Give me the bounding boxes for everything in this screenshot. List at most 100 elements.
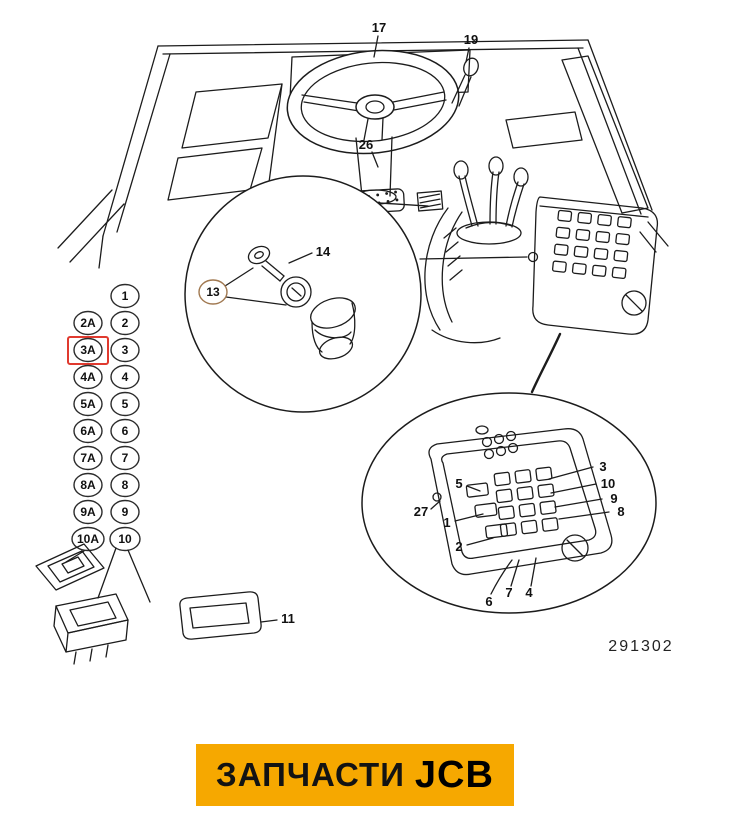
callout-5A-label: 5A (80, 397, 96, 411)
callout-panel-3-label: 3 (599, 459, 606, 474)
ignition-location-marker (527, 251, 539, 263)
callout-panel-8-label: 8 (617, 504, 624, 519)
callout-9A[interactable]: 9A (73, 499, 103, 525)
callout-panel-9-label: 9 (610, 491, 617, 506)
panel-cap (561, 534, 589, 562)
callout-5[interactable]: 5 (110, 391, 140, 417)
callout-panel-27[interactable]: 27 (414, 504, 428, 519)
console-cap (621, 290, 647, 316)
callout-panel-6[interactable]: 6 (485, 559, 513, 609)
callout-9-label: 9 (122, 505, 129, 519)
floor-grille (416, 190, 444, 212)
callout-14-label: 14 (316, 244, 331, 259)
callout-1[interactable]: 1 (110, 283, 140, 309)
panel-keyhole (432, 492, 442, 502)
callout-10-label: 10 (118, 532, 132, 546)
callout-14[interactable]: 14 (288, 244, 331, 264)
callout-8[interactable]: 8 (110, 472, 140, 498)
callout-17-label: 17 (372, 20, 386, 35)
callout-5A[interactable]: 5A (73, 391, 103, 417)
detail-leader-line (530, 332, 562, 394)
callout-8-label: 8 (122, 478, 129, 492)
callout-panel-2-label: 2 (455, 539, 462, 554)
callout-26[interactable]: 26 (359, 137, 379, 168)
callout-panel-10-label: 10 (601, 476, 615, 491)
indicator-lever (451, 57, 479, 107)
callout-9[interactable]: 9 (110, 499, 140, 525)
blank-plate (179, 591, 262, 640)
callout-panel-4[interactable]: 4 (525, 557, 537, 600)
jcb-logo: JCB (414, 753, 494, 796)
callout-3-label: 3 (122, 343, 129, 357)
callout-3[interactable]: 3 (110, 337, 140, 363)
callout-10A-label: 10A (77, 532, 99, 546)
callout-panel-7-label: 7 (505, 585, 512, 600)
rocker-switch (53, 593, 129, 665)
ignition-key (247, 245, 285, 282)
callout-17[interactable]: 17 (372, 20, 386, 58)
callout-1-label: 1 (122, 289, 129, 303)
callout-26-label: 26 (359, 137, 373, 152)
panel-detail-ellipse: 3 10 9 8 5 27 1 2 (361, 392, 657, 614)
callout-13-label: 13 (206, 285, 220, 299)
callout-2A[interactable]: 2A (73, 310, 103, 336)
callout-3A-highlight (67, 336, 109, 365)
banner-text: ЗАПЧАСТИ (216, 756, 405, 793)
right-window (505, 55, 649, 214)
switch-panel (428, 425, 613, 576)
callout-7-label: 7 (122, 451, 129, 465)
callout-3A[interactable]: 3A (67, 336, 109, 365)
steering-wheel (286, 49, 460, 155)
callout-6-label: 6 (122, 424, 129, 438)
callout-panel-3[interactable]: 3 (548, 459, 607, 480)
callout-9A-label: 9A (80, 505, 96, 519)
callout-10A[interactable]: 10A (71, 526, 105, 552)
callout-19[interactable]: 19 (464, 32, 478, 63)
rear-window (289, 49, 471, 100)
callout-panel-27-label: 27 (414, 504, 428, 519)
callout-panel-10[interactable]: 10 (550, 476, 615, 494)
operator-seat (424, 207, 501, 344)
callout-panel-5[interactable]: 5 (455, 476, 481, 492)
callout-panel-9[interactable]: 9 (554, 491, 618, 508)
callout-2A-label: 2A (80, 316, 96, 330)
callout-4A-label: 4A (80, 370, 96, 384)
callout-2-label: 2 (122, 316, 129, 330)
callout-column-a: 2A 3A 4A 5A 6A 7A 8A 9A 10A (67, 310, 109, 552)
callout-8A[interactable]: 8A (73, 472, 103, 498)
callout-4A[interactable]: 4A (73, 364, 103, 390)
callout-7[interactable]: 7 (110, 445, 140, 471)
callout-6[interactable]: 6 (110, 418, 140, 444)
callout-4[interactable]: 4 (110, 364, 140, 390)
ignition-barrel (280, 276, 356, 360)
callout-6A[interactable]: 6A (73, 418, 103, 444)
callout-13[interactable]: 13 (198, 267, 287, 306)
callout-6A-label: 6A (80, 424, 96, 438)
right-console (527, 196, 659, 394)
callout-7A-label: 7A (80, 451, 96, 465)
ignition-detail-circle: 14 13 (184, 175, 528, 413)
callout-panel-1[interactable]: 1 (443, 513, 484, 530)
callout-3A-label: 3A (80, 343, 96, 357)
callout-panel-1-label: 1 (443, 515, 450, 530)
callout-7A[interactable]: 7A (73, 445, 103, 471)
callout-10[interactable]: 10 (109, 526, 141, 552)
gear-levers (453, 156, 529, 245)
callout-19-label: 19 (464, 32, 478, 47)
callout-panel-5-label: 5 (455, 476, 462, 491)
callout-panel-7[interactable]: 7 (505, 559, 520, 600)
callout-panel-2[interactable]: 2 (455, 537, 494, 554)
brand-banner: ЗАПЧАСТИ JCB (196, 744, 514, 806)
callout-11[interactable]: 11 (260, 611, 295, 626)
callout-panel-4-label: 4 (525, 585, 533, 600)
column-leader-lines (65, 547, 151, 603)
detail-pointer-line (419, 256, 528, 260)
drawing-number: 291302 (608, 638, 673, 655)
callout-panel-8[interactable]: 8 (558, 504, 625, 520)
callout-2[interactable]: 2 (110, 310, 140, 336)
callout-panel-6-label: 6 (485, 594, 492, 609)
rocker-switch-sketch (35, 543, 105, 591)
callout-8A-label: 8A (80, 478, 96, 492)
